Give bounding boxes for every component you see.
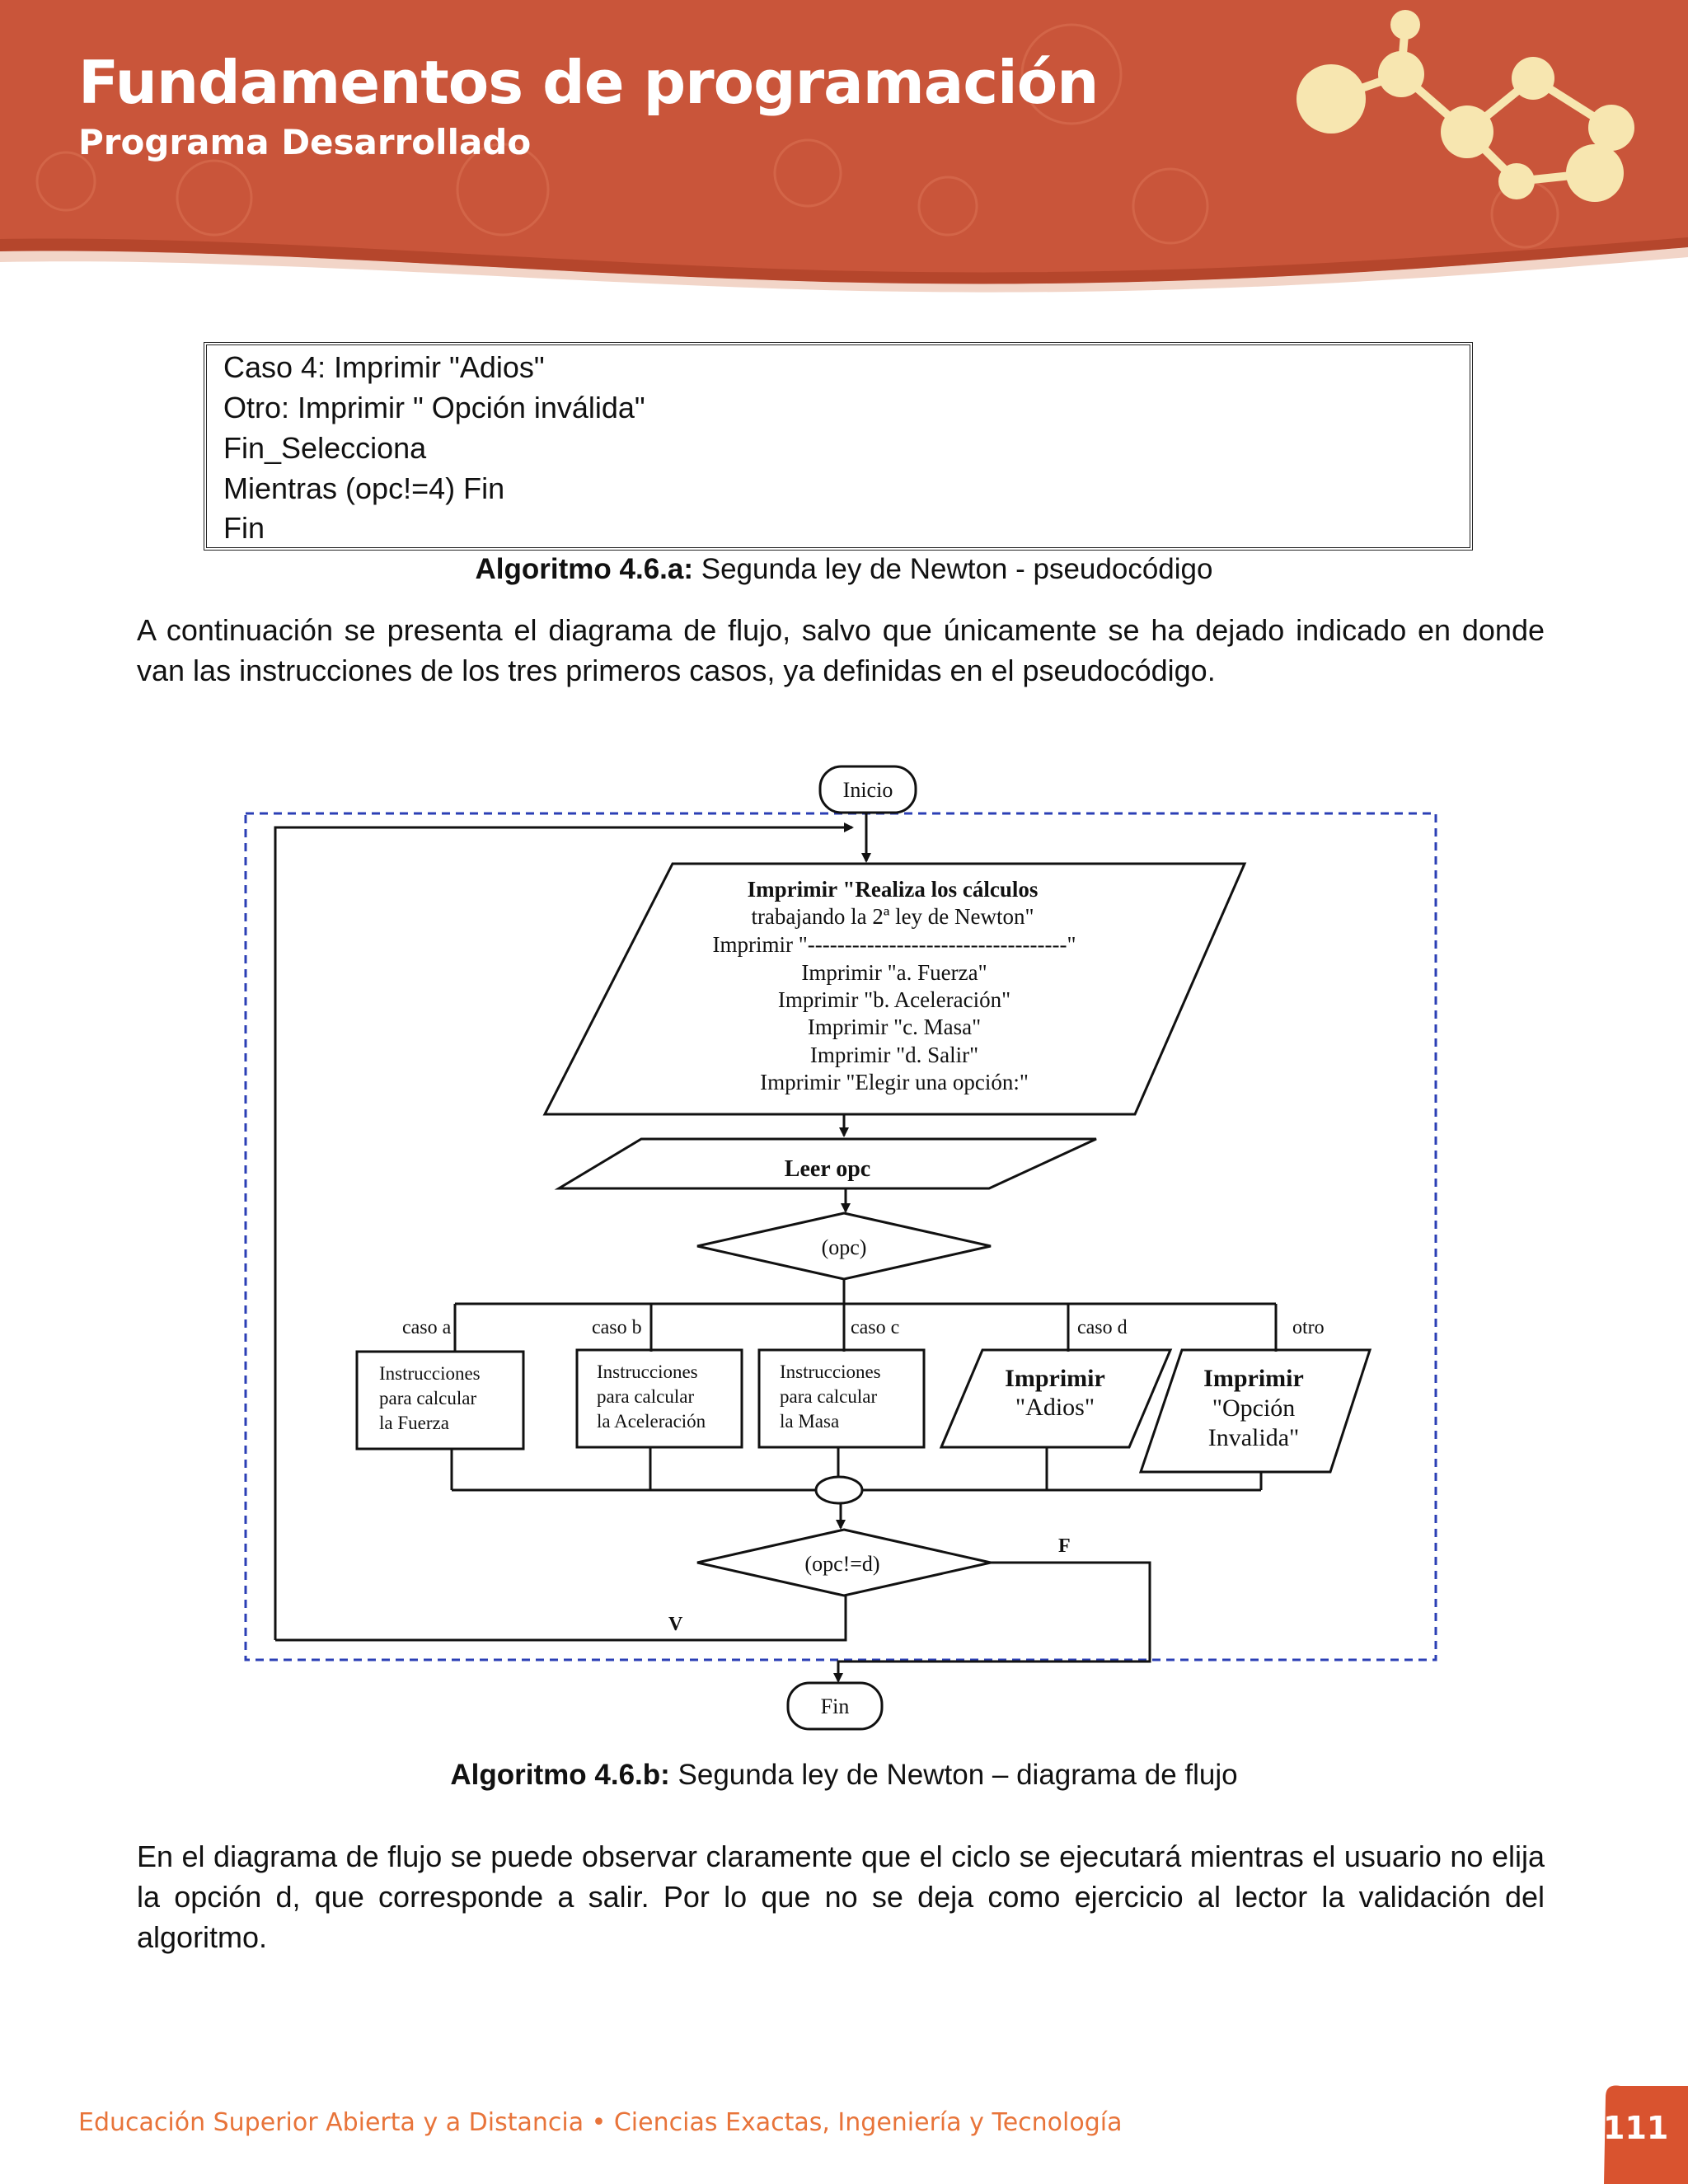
case-c-text: para calcular bbox=[780, 1386, 877, 1407]
pseudocode-box: Caso 4: Imprimir "Adios" Otro: Imprimir … bbox=[204, 342, 1473, 551]
case-a-text: para calcular bbox=[379, 1388, 476, 1408]
case-b-text: Instrucciones bbox=[597, 1361, 698, 1382]
flowchart-svg: Inicio Imprimir "Realiza los cálculos tr… bbox=[244, 765, 1437, 1731]
print-line: trabajando la 2ª ley de Newton" bbox=[751, 904, 1034, 929]
case-other-label: otro bbox=[1292, 1317, 1325, 1338]
condition-diamond bbox=[696, 1528, 992, 1597]
print-line: Imprimir "b. Aceleración" bbox=[778, 987, 1010, 1012]
read-label: Leer opc bbox=[785, 1156, 870, 1182]
header-banner: Fundamentos de programación Programa Des… bbox=[0, 0, 1688, 297]
end-label: Fin bbox=[821, 1694, 850, 1718]
page-number-tab bbox=[1604, 2085, 1688, 2184]
case-b-text: para calcular bbox=[597, 1386, 694, 1407]
false-label: F bbox=[1058, 1535, 1071, 1557]
caption-label: Algoritmo 4.6.a: bbox=[475, 553, 694, 585]
start-label: Inicio bbox=[843, 778, 893, 802]
case-c-box bbox=[757, 1348, 926, 1449]
case-a-text: la Fuerza bbox=[379, 1413, 449, 1433]
condition-label: (opc!=d) bbox=[804, 1552, 879, 1576]
pseudocode-line: Fin_Selecciona bbox=[223, 431, 427, 465]
case-c-label: caso c bbox=[851, 1317, 899, 1338]
read-input-shape bbox=[554, 1137, 1097, 1190]
case-d-label: caso d bbox=[1077, 1317, 1128, 1338]
start-terminal bbox=[818, 765, 917, 814]
flowchart: Inicio Imprimir "Realiza los cálculos tr… bbox=[0, 742, 1688, 1764]
case-other-text: Imprimir bbox=[1203, 1365, 1304, 1392]
case-other-text: Invalida" bbox=[1208, 1424, 1300, 1451]
intro-paragraph: A continuación se presenta el diagrama d… bbox=[137, 613, 1545, 687]
caption-algorithm-a: Algoritmo 4.6.a: Segunda ley de Newton -… bbox=[0, 553, 1688, 586]
pseudocode-line: Caso 4: Imprimir "Adios" bbox=[223, 350, 545, 384]
case-d-text: Imprimir bbox=[1005, 1365, 1105, 1392]
print-block-shape bbox=[542, 862, 1247, 1116]
case-c-text: Instrucciones bbox=[780, 1361, 881, 1382]
caption-text: Segunda ley de Newton - pseudocódigo bbox=[693, 553, 1213, 585]
case-other-parallelogram bbox=[1138, 1348, 1372, 1474]
case-a-label: caso a bbox=[402, 1317, 452, 1338]
caption-algorithm-b: Algoritmo 4.6.b: Segunda ley de Newton –… bbox=[0, 1759, 1688, 1792]
case-other-text: "Opción bbox=[1212, 1394, 1296, 1422]
caption-label: Algoritmo 4.6.b: bbox=[450, 1759, 670, 1791]
case-b-label: caso b bbox=[592, 1317, 642, 1338]
print-line: Imprimir "Realiza los cálculos bbox=[748, 877, 1039, 902]
true-label: V bbox=[668, 1614, 683, 1635]
pseudocode-line: Otro: Imprimir " Opción inválida" bbox=[223, 391, 645, 424]
end-terminal bbox=[786, 1681, 884, 1731]
case-a-text: Instrucciones bbox=[379, 1363, 481, 1384]
switch-label: (opc) bbox=[822, 1235, 867, 1259]
case-a-box bbox=[355, 1350, 525, 1451]
banner-background bbox=[0, 0, 1688, 293]
caption-text: Segunda ley de Newton – diagrama de fluj… bbox=[669, 1759, 1238, 1791]
footer-text: Educación Superior Abierta y a Distancia… bbox=[78, 2108, 1123, 2137]
print-line: Imprimir "c. Masa" bbox=[808, 1015, 981, 1039]
document-subtitle: Programa Desarrollado bbox=[78, 122, 532, 162]
print-line: Imprimir "d. Salir" bbox=[810, 1043, 978, 1067]
pseudocode-line: Mientras (opc!=4) Fin bbox=[223, 471, 505, 505]
case-d-parallelogram bbox=[939, 1348, 1173, 1449]
case-b-text: la Aceleración bbox=[597, 1411, 706, 1432]
page-number: 111 bbox=[1603, 2110, 1669, 2146]
closing-paragraph: En el diagrama de flujo se puede observa… bbox=[137, 1840, 1545, 1954]
case-d-text: "Adios" bbox=[1015, 1394, 1095, 1421]
pseudocode-line: Fin bbox=[223, 511, 265, 545]
print-line: Imprimir "------------------------------… bbox=[713, 932, 1076, 957]
print-line: Imprimir "a. Fuerza" bbox=[801, 960, 987, 985]
document-title: Fundamentos de programación bbox=[78, 48, 1099, 117]
merge-connector bbox=[814, 1475, 864, 1505]
case-c-text: la Masa bbox=[780, 1411, 839, 1432]
case-b-box bbox=[575, 1348, 743, 1449]
print-line: Imprimir "Elegir una opción:" bbox=[760, 1070, 1029, 1094]
